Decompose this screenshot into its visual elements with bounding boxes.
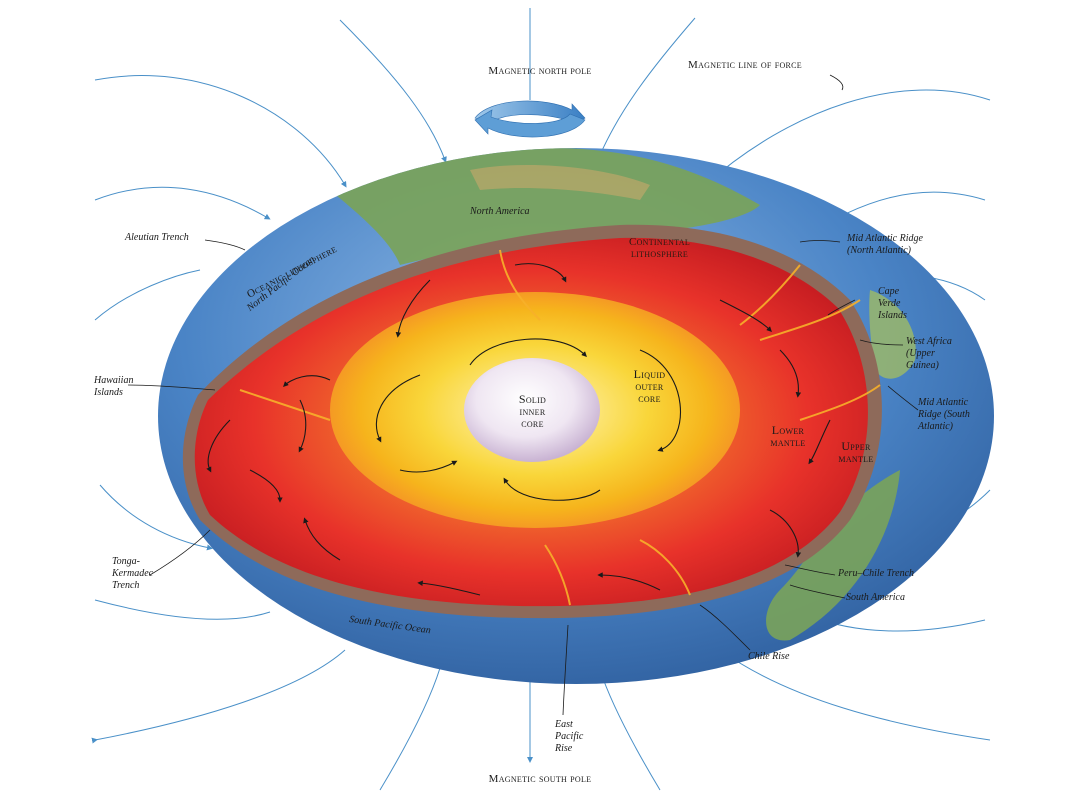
convection-arrow: [375, 374, 421, 443]
lower-mantle-label: Lower mantle: [770, 423, 806, 449]
convection-arrow: [395, 279, 431, 338]
liquid-outer-core-label: Liquid outer core: [633, 367, 666, 405]
aleutian-trench-label: Aleutian Trench: [125, 232, 189, 243]
field-line: [94, 186, 271, 220]
convection-arrow: [779, 349, 802, 398]
convection-arrow: [283, 375, 331, 387]
field-line: [702, 89, 991, 187]
field-line: [339, 19, 447, 163]
field-line: [99, 484, 213, 551]
solid-inner-core-label: Solid inner core: [518, 392, 547, 430]
hawaiian-islands-label: Hawaiian Islands: [94, 375, 134, 398]
field-line: [598, 17, 696, 158]
south-america-label: South America: [846, 592, 905, 603]
convection-arrow: [249, 469, 283, 503]
inner-core: [464, 358, 600, 462]
continental-lithosphere-label: Continental lithosphere: [628, 236, 691, 260]
convection-arrows: [206, 263, 831, 596]
east-pacific-rise-label: East Pacific Rise: [555, 719, 584, 754]
magnetic-south-pole-label: Magnetic south pole: [488, 773, 592, 785]
convection-arrow: [303, 517, 341, 561]
convection-arrow: [808, 419, 831, 465]
convection-arrow: [503, 477, 601, 501]
cutaway-interior: [182, 224, 882, 619]
cape-verde-islands-label: Cape Verde Islands: [878, 286, 907, 321]
mid-atlantic-ridge-north-label: Mid Atlantic Ridge (North Atlantic): [847, 233, 923, 256]
convection-arrow: [597, 572, 661, 591]
chile-rise-label: Chile Rise: [748, 651, 790, 662]
convection-arrow: [206, 419, 231, 473]
leader-lines: [127, 74, 919, 716]
convection-arrow: [417, 580, 481, 596]
north-america-landmass: [330, 148, 760, 265]
field-line: [91, 649, 346, 744]
convection-arrow: [399, 460, 458, 473]
convection-arrow: [514, 263, 567, 283]
field-line: [599, 669, 661, 791]
peru-chile-trench-label: Peru–Chile Trench: [838, 568, 915, 579]
west-africa-label: West Africa (Upper Guinea): [906, 336, 952, 371]
north-america-label: North America: [470, 206, 530, 217]
upper-mantle-label: Upper mantle: [838, 439, 874, 465]
convection-arrow: [469, 338, 587, 366]
africa-landmass: [869, 290, 916, 379]
field-line: [379, 667, 441, 791]
magnetic-north-pole-label: Magnetic north pole: [488, 65, 592, 77]
south-america-landmass: [766, 470, 900, 641]
field-line: [719, 649, 991, 741]
magnetic-line-of-force-label: Magnetic line of force: [688, 59, 802, 71]
magnetic-field-lines: [91, 8, 991, 791]
rotation-arrow-icon: [474, 100, 586, 138]
tonga-kermadec-trench-label: Tonga- Kermadec Trench: [112, 556, 154, 591]
mid-atlantic-ridge-south-label: Mid Atlantic Ridge (South Atlantic): [918, 397, 970, 432]
mantle-plumes: [239, 249, 881, 606]
field-line: [94, 599, 271, 620]
convection-arrow: [769, 509, 802, 558]
field-line: [94, 269, 201, 321]
convection-arrow: [298, 399, 307, 453]
convection-arrow: [719, 299, 772, 332]
field-line: [94, 75, 347, 188]
convection-arrow: [639, 349, 681, 452]
